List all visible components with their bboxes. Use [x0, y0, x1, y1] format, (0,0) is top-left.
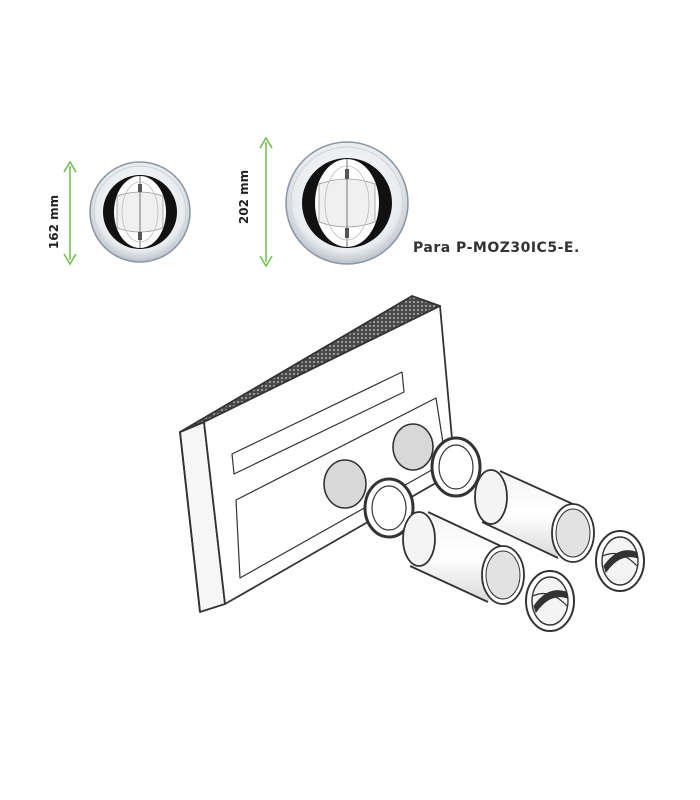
- spigot-cylinder-lower: [402, 511, 525, 605]
- sealing-ring-upper: [430, 436, 482, 498]
- large-damper: [285, 141, 409, 265]
- spigot-hole-left: [323, 459, 367, 509]
- end-damper-right: [595, 530, 645, 592]
- end-damper-left: [525, 570, 575, 632]
- sealing-ring-lower: [363, 477, 415, 539]
- spigot-cylinder-upper: [474, 469, 595, 563]
- dimension-arrow-small: [63, 160, 77, 266]
- plenum-box: [179, 295, 456, 613]
- dimension-label-small: 162 mm: [47, 194, 61, 250]
- dimension-label-large: 202 mm: [237, 169, 251, 225]
- model-caption: Para P-MOZ30IC5-E.: [413, 240, 580, 256]
- small-damper: [89, 161, 191, 263]
- spigot-hole-right: [392, 423, 434, 471]
- dimension-arrow-large: [259, 136, 273, 268]
